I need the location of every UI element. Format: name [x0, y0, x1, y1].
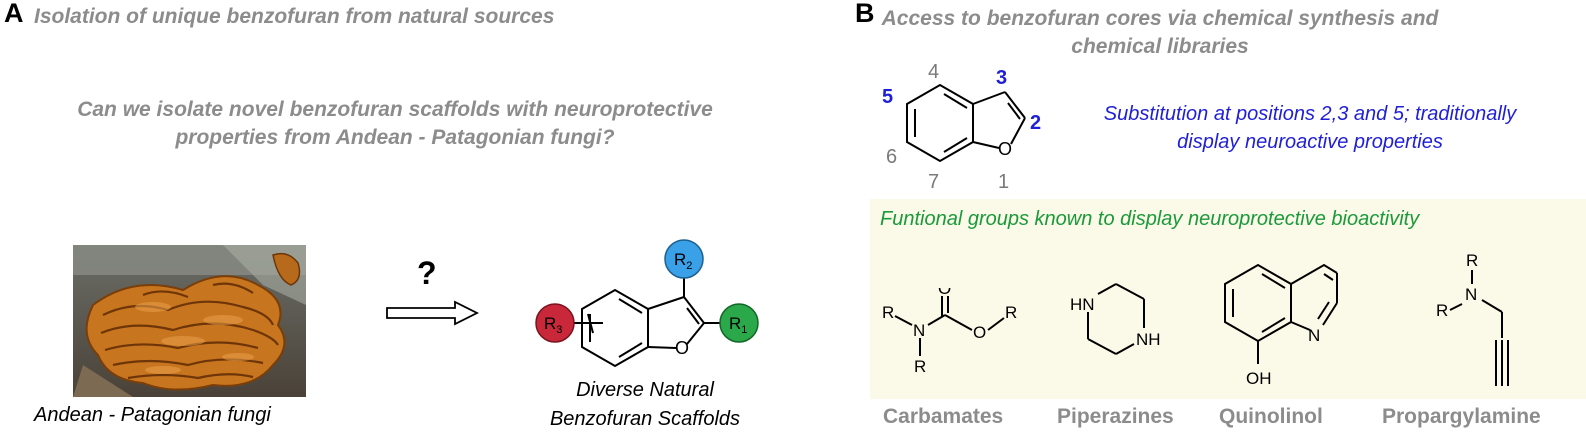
r1-label: R: [729, 314, 741, 333]
fungi-photo: [73, 245, 306, 397]
r3-label: R: [544, 314, 556, 333]
piperazine-hn: HN: [1070, 295, 1095, 314]
quinolinol-oh: OH: [1246, 369, 1272, 388]
panel-b-title: Access to benzofuran cores via chemical …: [880, 5, 1440, 61]
panel-b-title-line1: Access to benzofuran cores via chemical …: [881, 7, 1439, 30]
panel-a-title: Isolation of unique benzofuran from natu…: [34, 5, 555, 28]
quinolinol-n: N: [1308, 326, 1320, 345]
label-piperazines: Piperazines: [1057, 405, 1174, 428]
substitution-note-line1: Substitution at positions 2,3 and 5; tra…: [1103, 103, 1517, 125]
scaffold-caption: Diverse Natural Benzofuran Scaffolds: [520, 376, 770, 434]
svg-text:R3: R3: [544, 314, 562, 336]
svg-text:R2: R2: [674, 250, 692, 272]
scaffold-ring-oxygen: O: [675, 338, 689, 358]
carbamate-r-left: R: [882, 303, 894, 322]
r3-badge: [535, 303, 575, 343]
label-quinolinol: Quinolinol: [1219, 405, 1323, 428]
position-7: 7: [928, 171, 939, 193]
quinolinol-structure: N OH: [1224, 263, 1338, 388]
propargyl-n: N: [1465, 285, 1477, 304]
panel-a-letter: A: [4, 0, 24, 28]
research-question-line2: properties from Andean - Patagonian fung…: [175, 126, 615, 149]
piperazine-nh: NH: [1136, 330, 1161, 349]
position-1: 1: [998, 171, 1009, 193]
carbamate-r-right: R: [1005, 303, 1017, 322]
label-carbamates: Carbamates: [883, 405, 1004, 428]
numbered-benzofuran: O 3 2 5 4 6 7 1: [882, 61, 1041, 193]
scaffold-caption-line1: Diverse Natural: [576, 379, 714, 401]
benzofuran-scaffold: O R2 R1 R3: [535, 239, 759, 368]
scaffold-caption-line2: Benzofuran Scaffolds: [549, 408, 741, 430]
piperazine-structure: HN NH: [1070, 283, 1161, 355]
svg-text:R1: R1: [729, 314, 747, 336]
carbamate-n: N: [913, 321, 925, 340]
propargylamine-structure: R N R: [1436, 251, 1509, 386]
question-mark: ?: [417, 255, 437, 291]
r2-subscript: 2: [686, 260, 692, 272]
functional-groups-box: [870, 199, 1586, 399]
reaction-arrow: [386, 300, 480, 326]
carbamate-o-top: O: [938, 288, 951, 298]
panel-b-title-line2: chemical libraries: [1071, 35, 1249, 58]
carbamate-o-ester: O: [973, 323, 986, 342]
r1-subscript: 1: [741, 324, 747, 336]
substitution-note-line2: display neuroactive properties: [1177, 131, 1443, 153]
research-question-line1: Can we isolate novel benzofuran scaffold…: [77, 98, 713, 121]
r3-subscript: 3: [556, 324, 562, 336]
substitution-note: Substitution at positions 2,3 and 5; tra…: [1035, 100, 1585, 156]
r2-badge: [664, 239, 704, 279]
r2-label: R: [674, 250, 686, 269]
functional-groups-title: Funtional groups known to display neurop…: [880, 208, 1420, 230]
label-propargylamine: Propargylamine: [1382, 405, 1541, 428]
position-2: 2: [1030, 112, 1041, 134]
panel-b-letter: B: [855, 0, 875, 28]
carbamate-r-bottom: R: [914, 357, 926, 376]
position-3: 3: [996, 67, 1007, 89]
propargyl-r-top: R: [1466, 251, 1478, 270]
propargyl-r-left: R: [1436, 301, 1448, 320]
photo-caption: Andean - Patagonian fungi: [34, 404, 271, 426]
position-5: 5: [882, 86, 893, 108]
carbamate-structure: R N O O R R: [882, 288, 1017, 376]
position-4: 4: [928, 61, 939, 83]
position-6: 6: [886, 146, 897, 168]
research-question: Can we isolate novel benzofuran scaffold…: [0, 96, 790, 152]
r1-badge: [719, 303, 759, 343]
core-ring-oxygen: O: [998, 139, 1012, 159]
